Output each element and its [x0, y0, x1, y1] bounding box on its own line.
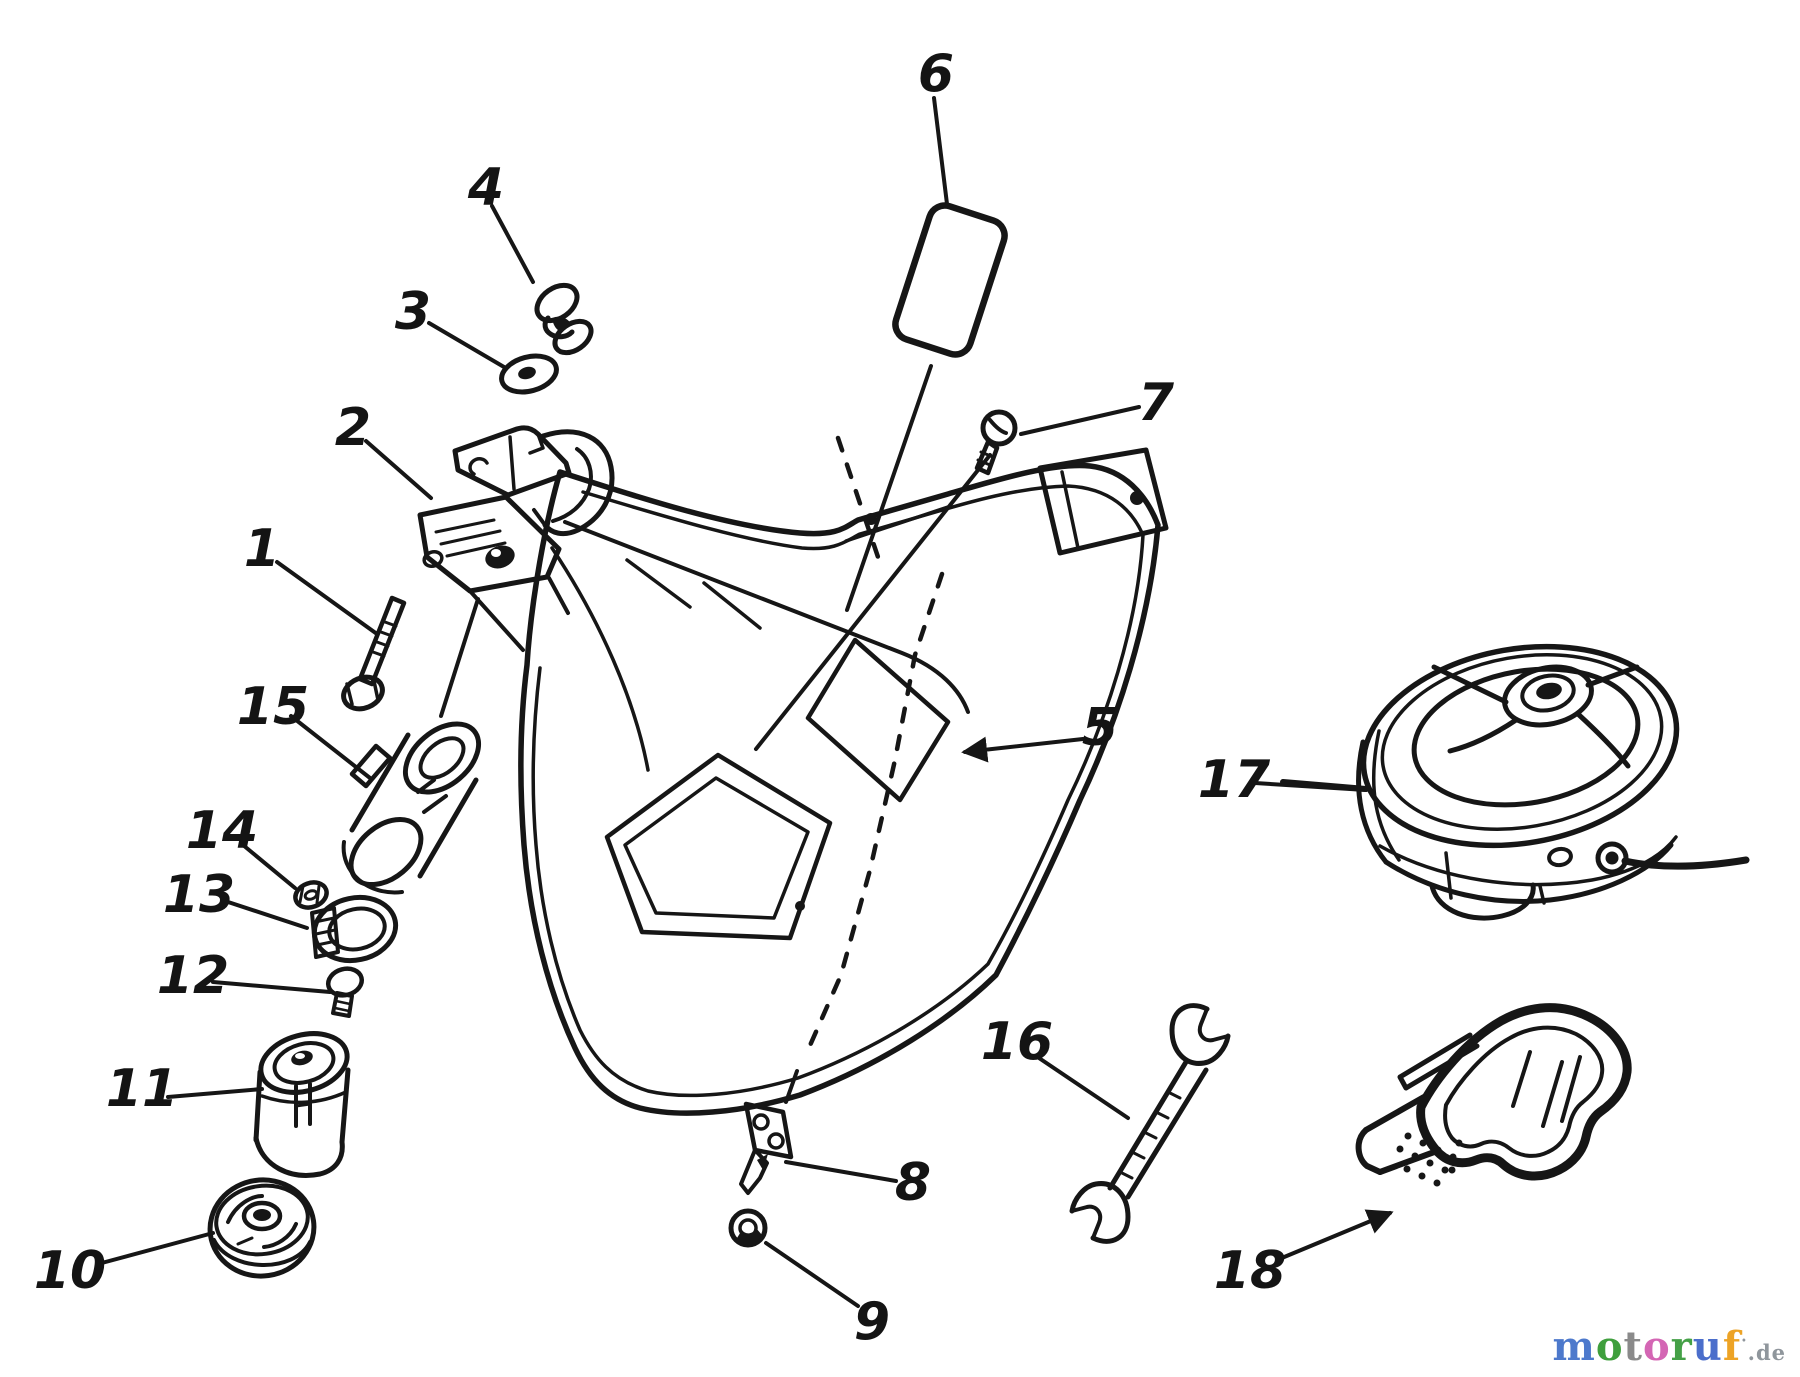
callout-3-number: 3: [395, 282, 431, 342]
part-7-screw: [974, 409, 1018, 476]
callout-5-number: 5: [1082, 698, 1118, 758]
callout-8-leader: [784, 1160, 898, 1183]
callout-12-number: 12: [157, 946, 229, 1006]
callout-10-number: 10: [34, 1241, 106, 1301]
callout-7-number: 7: [1138, 373, 1175, 433]
part-16-wrench: [1069, 1003, 1231, 1244]
callout-1-leader: [275, 560, 379, 636]
part-11-adapter-cup: [253, 1031, 351, 1178]
callout-15-leader: [289, 714, 372, 780]
part-5-debris-shield: [518, 435, 1169, 1116]
watermark-suffix: .de: [1747, 1340, 1786, 1365]
callout-17-leader: [1253, 781, 1368, 792]
callout-8-number: 8: [895, 1153, 931, 1213]
hidden-line-long: [805, 571, 945, 1053]
callout-10-leader: [96, 1231, 215, 1266]
watermark-letter: t: [1623, 1323, 1643, 1370]
callout-11-leader: [166, 1087, 264, 1099]
shield-mount-tab: [1037, 447, 1169, 556]
part-9-nut: [728, 1208, 768, 1248]
callout-17-number: 17: [1198, 750, 1271, 810]
callout-14-leader: [241, 843, 297, 890]
callout-4-leader: [490, 204, 535, 284]
callout-12-leader: [211, 980, 332, 994]
part-18-safety-goggles: [1355, 1003, 1632, 1187]
callout-16-leader: [1034, 1054, 1130, 1120]
callout-1-number: 1: [244, 519, 280, 579]
callout-9-leader: [764, 1241, 860, 1308]
watermark-letter: u: [1692, 1323, 1723, 1370]
part-2-clamp-bracket: [417, 425, 615, 652]
callout-2-number: 2: [335, 398, 371, 458]
callout-4-number: 4: [467, 158, 504, 218]
callout-13-number: 13: [163, 865, 235, 925]
watermark-letter: r: [1670, 1323, 1693, 1370]
callout-13-leader: [220, 898, 309, 930]
watermark-reg-mark: ·: [1741, 1330, 1748, 1350]
watermark-logo: motoruf·.de: [1552, 1327, 1786, 1367]
part-3-washer: [499, 353, 559, 395]
part-17-trimmer-head: [1280, 643, 1750, 921]
part-14-nut: [293, 880, 329, 910]
callout-18-leader: [1275, 1209, 1394, 1262]
part-6-decal: [892, 202, 1008, 358]
trimmer-line-right: [1621, 856, 1750, 870]
part-15-split-sleeve: [341, 721, 482, 895]
callout-16-number: 16: [981, 1012, 1053, 1072]
callout-5-leader: [961, 736, 1085, 763]
part-1-bolt: [341, 595, 407, 712]
callout-3-leader: [427, 321, 506, 369]
callout-6-leader: [932, 96, 949, 206]
watermark-letter: o: [1642, 1323, 1671, 1370]
part-8-cutoff-blade: [739, 1101, 794, 1195]
watermark-letter: m: [1552, 1323, 1596, 1370]
callout-14-number: 14: [186, 801, 258, 861]
part-4-wing-nut: [534, 282, 594, 356]
screw-position-line: [754, 453, 992, 751]
shaft-axis-line: [439, 597, 480, 718]
tab-screw-hole: [1130, 491, 1144, 505]
callout-2-leader: [364, 439, 433, 500]
part-12-clamp-screw: [325, 966, 365, 1018]
callout-7-leader: [1019, 405, 1141, 436]
blade-position-line: [784, 1069, 799, 1104]
watermark-letter: f: [1722, 1323, 1742, 1370]
part-10-spool-disc: [207, 1177, 317, 1279]
shield-window: [805, 637, 951, 803]
decal-position-line: [845, 364, 933, 612]
callout-11-number: 11: [106, 1059, 178, 1119]
callout-18-number: 18: [1214, 1241, 1286, 1301]
callout-9-number: 9: [854, 1292, 890, 1352]
callout-15-number: 15: [237, 677, 309, 737]
watermark-letter: o: [1595, 1323, 1624, 1370]
part-13-clamp-ring: [310, 895, 399, 963]
indicator-lines: [439, 364, 992, 1104]
callout-6-number: 6: [918, 44, 954, 104]
goggle-vents: [1396, 1132, 1463, 1187]
hidden-line-short: [835, 435, 883, 566]
